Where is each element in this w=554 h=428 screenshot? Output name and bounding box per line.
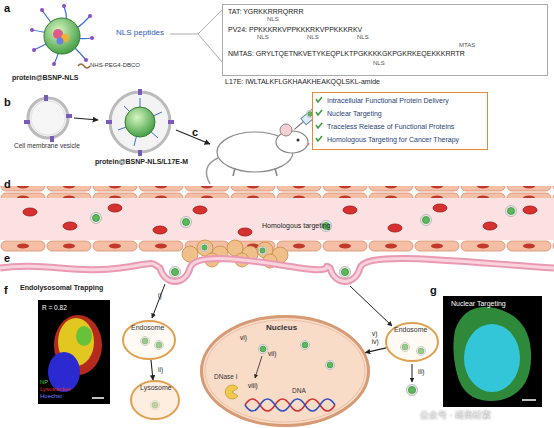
outline-shape (131, 381, 179, 419)
step-number: iii) (418, 368, 425, 375)
outline-shape (123, 321, 175, 359)
motif-tag: MTAS (459, 42, 475, 49)
channel-name: NP (40, 379, 48, 386)
sequence-text: L17E: IWLTALKFLGKHAAKHEAKQQLSKL-amide (225, 78, 380, 86)
outline-shape (386, 323, 438, 361)
motif-tag: NLS (373, 60, 385, 67)
step-number: iv) (372, 338, 379, 345)
panel-letter: b (4, 96, 11, 109)
motif-tag: NLS (307, 34, 319, 41)
step-number: v) (372, 330, 377, 337)
feature-item: Nuclear Targeting (327, 110, 382, 118)
step-number: vii) (268, 350, 276, 357)
connector-arrow (365, 348, 386, 353)
lysosome: Lysosome (130, 380, 180, 420)
step-number: i) (158, 292, 162, 299)
component-label: NLS peptides (116, 28, 164, 37)
motif-tag: NLS (267, 16, 279, 23)
step-number: viii) (248, 382, 258, 389)
panel-heading: Endolysosomal Trapping (20, 284, 103, 292)
channel-name: Hoechst (40, 393, 62, 400)
motif-tag: NLS (357, 34, 369, 41)
step-number: ii) (158, 366, 163, 373)
molecule-name: DNA (292, 387, 306, 394)
sequence-box: TAT: YGRKKRRRQRRRNLSPV24: PPKKKRKVPPKKKR… (222, 4, 548, 76)
panel-letter: d (4, 178, 11, 191)
panel-letter: e (4, 252, 10, 265)
panel-heading: Nuclear Targeting (451, 300, 506, 308)
panel-letter: c (192, 126, 198, 139)
component-label: Cell membrane vesicle (14, 142, 80, 149)
compartment-name: Endosome (394, 326, 427, 334)
channel-name: Lysotracker (40, 386, 71, 393)
nucleus: NucleusDNase I DNA (200, 315, 370, 427)
sequence-text: NMTAS: GRYLTQETNKVETYKEQPLKTPGKKKKGKPGKR… (228, 50, 465, 58)
feature-box: Intracellular Functional Protein Deliver… (312, 92, 488, 150)
panel-letter: g (430, 284, 437, 297)
feature-item: Intracellular Functional Protein Deliver… (327, 97, 449, 105)
step-number: vi) (240, 334, 247, 341)
linker-name: NHS-PEG4-DBCO (90, 62, 140, 69)
micrograph-panel: Nuclear Targeting (443, 296, 542, 407)
compartment-name: Lysosome (140, 384, 172, 392)
construct-name: protein@BSNP-NLS/L17E-M (95, 158, 188, 166)
feature-item: Traceless Release of Functional Proteins (327, 123, 454, 131)
enzyme-name: DNase I (214, 373, 237, 380)
endosome: Endosome (122, 320, 176, 360)
process-label: Homologous targeting (262, 222, 331, 230)
construct-name: protein@BSNP-NLS (12, 74, 78, 82)
sequence-text: TAT: YGRKKRRRQRRR (228, 8, 303, 16)
panel-letter: a (4, 2, 10, 15)
feature-item: Homologous Targeting for Cancer Therapy (327, 136, 459, 144)
outline-shape (202, 317, 369, 426)
motif-tag: NLS (257, 34, 269, 41)
compartment-name: Nucleus (266, 323, 297, 332)
endosome: Endosome (385, 322, 439, 362)
panel-letter: f (4, 284, 8, 297)
coefficient: R = 0.82 (42, 304, 67, 311)
watermark: 公众号 · 靖美硅素 (420, 410, 491, 420)
compartment-name: Endosome (131, 324, 164, 332)
sequence-text: PV24: PPKKKRKVPPKKKRKVPPKKKRKV (228, 26, 362, 34)
connector-arrow (151, 360, 153, 380)
micrograph-panel: Endolysosomal Trapping R = 0.82NPLysotrac… (16, 282, 116, 406)
